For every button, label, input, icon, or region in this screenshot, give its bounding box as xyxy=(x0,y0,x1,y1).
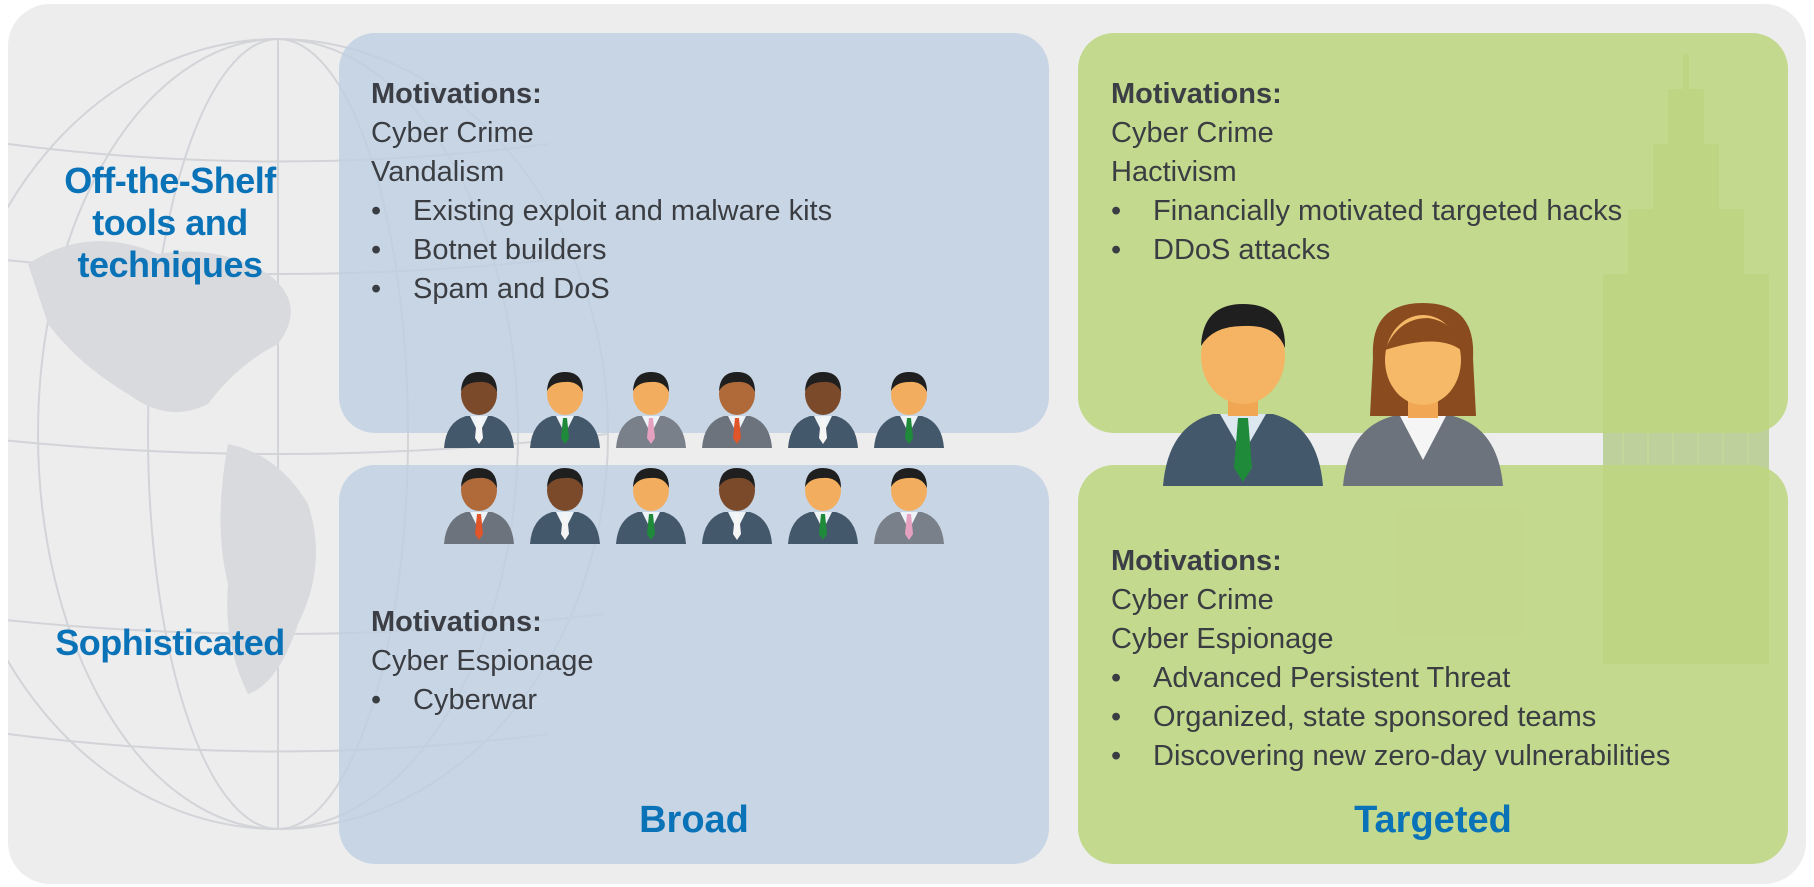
motivations-heading: Motivations: xyxy=(1111,545,1282,577)
globe-illustration xyxy=(8,38,609,830)
motivation-line: Cyber Espionage xyxy=(1111,623,1334,655)
row-label-sophisticated: Sophisticated xyxy=(55,622,285,663)
motivations-heading: Motivations: xyxy=(1111,78,1282,110)
motivations-heading: Motivations: xyxy=(371,78,542,110)
bullet-item: Discovering new zero-day vulnerabilities xyxy=(1111,737,1670,776)
column-label-targeted: Targeted xyxy=(1354,799,1512,841)
diagram-frame: Off-the-Shelf tools and techniques Sophi… xyxy=(8,4,1806,884)
person-icon xyxy=(444,468,514,544)
group-of-people-icons xyxy=(440,364,960,564)
person-icon xyxy=(702,468,772,544)
bullet-item: Advanced Persistent Threat xyxy=(1111,659,1670,698)
businesswoman-icon xyxy=(1343,303,1503,486)
bullet-item: DDoS attacks xyxy=(1111,231,1622,270)
bullet-item: Botnet builders xyxy=(371,231,832,270)
person-icon xyxy=(874,468,944,544)
targeted-offshelf-text: Motivations: Cyber Crime Hactivism Finan… xyxy=(1111,75,1622,270)
person-icon xyxy=(616,372,686,448)
person-icon xyxy=(702,372,772,448)
person-icon xyxy=(530,468,600,544)
person-icon xyxy=(530,372,600,448)
motivation-line: Hactivism xyxy=(1111,156,1237,188)
motivation-line: Vandalism xyxy=(371,156,505,188)
bullet-item: Organized, state sponsored teams xyxy=(1111,698,1670,737)
person-icon xyxy=(874,372,944,448)
column-label-broad: Broad xyxy=(639,799,749,841)
motivations-heading: Motivations: xyxy=(371,606,542,638)
motivation-line: Cyber Crime xyxy=(1111,584,1274,616)
broad-offshelf-text: Motivations: Cyber Crime Vandalism Exist… xyxy=(371,75,832,309)
businessman-icon xyxy=(1163,304,1323,486)
motivation-line: Cyber Espionage xyxy=(371,645,594,677)
motivation-line: Cyber Crime xyxy=(1111,117,1274,149)
bullet-item: Financially motivated targeted hacks xyxy=(1111,192,1622,231)
bullet-item: Existing exploit and malware kits xyxy=(371,192,832,231)
broad-sophisticated-text: Motivations: Cyber Espionage Cyberwar xyxy=(371,603,593,720)
person-icon xyxy=(788,468,858,544)
business-pair-icons xyxy=(1158,286,1518,516)
targeted-sophisticated-text: Motivations: Cyber Crime Cyber Espionage… xyxy=(1111,542,1670,776)
row-label-offshelf: Off-the-Shelf tools and techniques xyxy=(64,160,276,285)
bullet-item: Cyberwar xyxy=(371,681,593,720)
person-icon xyxy=(616,468,686,544)
person-icon xyxy=(788,372,858,448)
person-icon xyxy=(444,372,514,448)
bullet-item: Spam and DoS xyxy=(371,270,832,309)
motivation-line: Cyber Crime xyxy=(371,117,534,149)
